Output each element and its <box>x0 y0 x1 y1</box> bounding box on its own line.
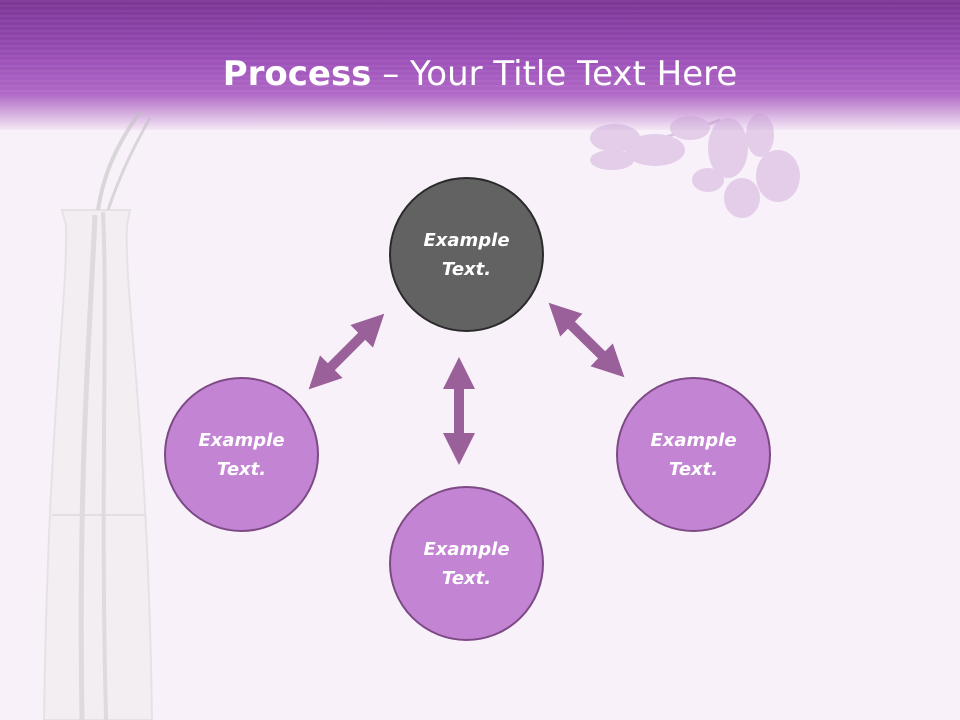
node-right-label: Example Text. <box>650 429 737 480</box>
stem <box>101 211 108 720</box>
arrow-top-right <box>548 302 625 378</box>
title-bar-stripes <box>0 0 960 95</box>
vase-glass <box>42 209 154 720</box>
stem <box>96 110 142 211</box>
orchid-petal <box>746 113 774 157</box>
title-rest: – Your Title Text Here <box>371 54 738 94</box>
orchid-branch <box>639 118 721 152</box>
node-bottom-label: Example Text. <box>423 538 510 589</box>
stem <box>106 117 152 211</box>
stem <box>78 214 98 720</box>
node-bottom[interactable]: Example Text. <box>389 486 544 641</box>
orchid-petal <box>756 150 800 202</box>
orchid-petal <box>625 134 685 166</box>
slide-title[interactable]: Process – Your Title Text Here <box>0 52 960 96</box>
orchid-petal <box>590 124 640 152</box>
node-left-label: Example Text. <box>198 429 285 480</box>
orchid-petal <box>708 118 748 178</box>
orchid-petal <box>670 116 710 140</box>
orchid-petal <box>724 178 760 218</box>
node-right[interactable]: Example Text. <box>616 377 771 532</box>
node-top-label: Example Text. <box>423 229 510 280</box>
node-top[interactable]: Example Text. <box>389 177 544 332</box>
title-bold: Process <box>222 54 372 94</box>
arrow-top-left <box>308 313 385 390</box>
orchid-petal <box>692 168 724 192</box>
node-left[interactable]: Example Text. <box>164 377 319 532</box>
title-bar <box>0 0 960 130</box>
orchid-petal <box>590 150 634 170</box>
